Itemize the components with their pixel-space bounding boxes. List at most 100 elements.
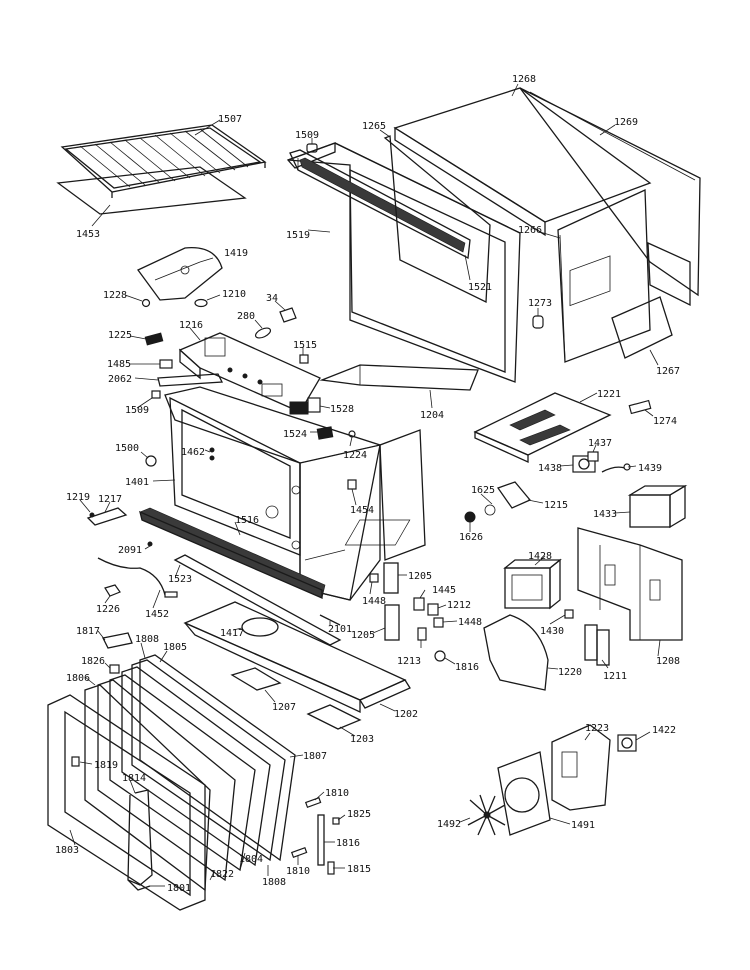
callout-1521: 1521 (468, 282, 492, 293)
callout-1422: 1422 (652, 725, 676, 736)
callout-1491: 1491 (571, 820, 595, 831)
callout-1204: 1204 (420, 410, 444, 421)
callout-1223: 1223 (585, 723, 609, 734)
switch-1445-part (413, 597, 425, 611)
callout-1226: 1226 (96, 604, 120, 615)
part-1448b (433, 617, 444, 628)
top-cover-1221-part (473, 392, 612, 464)
callout-1448: 1448 (362, 596, 386, 607)
sensor-1454-part (347, 479, 357, 490)
callout-1817: 1817 (76, 626, 100, 637)
callout-1815: 1815 (347, 864, 371, 875)
callout-1816: 1816 (455, 662, 479, 673)
callout-1221: 1221 (597, 389, 621, 400)
callout-labels: 1507 1453 1509 1265 1268 1269 1519 1521 … (55, 74, 680, 894)
callout-1267: 1267 (656, 366, 680, 377)
callout-1500: 1500 (115, 443, 139, 454)
wire-1439-part (601, 463, 631, 473)
callout-1439: 1439 (638, 463, 662, 474)
callout-1810: 1810 (325, 788, 349, 799)
callout-1814: 1814 (122, 773, 146, 784)
stirrer-cover-part (137, 247, 223, 301)
callout-1528: 1528 (330, 404, 354, 415)
callout-280: 280 (237, 311, 255, 322)
switch-1212-part (427, 603, 439, 616)
callout-1212: 1212 (447, 600, 471, 611)
callout-1626: 1626 (459, 532, 483, 543)
switch-1524-part (316, 426, 334, 440)
callout-1210: 1210 (222, 289, 246, 300)
callout-1509: 1509 (295, 130, 319, 141)
door-handle-1801-part (127, 789, 153, 891)
callout-1810-b: 1810 (286, 866, 310, 877)
hinge-1226-part (104, 584, 121, 597)
knob-1509b-part (151, 390, 161, 399)
part-2101 (319, 614, 341, 626)
callout-1816-b: 1816 (336, 838, 360, 849)
callout-1804: 1804 (239, 854, 263, 865)
callout-1524: 1524 (283, 429, 307, 440)
callout-2091: 2091 (118, 545, 142, 556)
part-1826 (109, 664, 120, 674)
callout-1485: 1485 (107, 359, 131, 370)
callout-1268: 1268 (512, 74, 536, 85)
callout-1819: 1819 (94, 760, 118, 771)
oven-tray-part (56, 166, 247, 215)
waveguide-1220-part (483, 614, 549, 691)
callout-1516: 1516 (235, 515, 259, 526)
cover-plate-part (611, 296, 673, 359)
rail-2062-part (157, 373, 224, 387)
clip-1273-part (532, 315, 544, 329)
knob-1626-part (464, 511, 476, 523)
transformer-1428-part (503, 558, 562, 610)
thermal-1452-part (97, 557, 178, 598)
switch-1528-part (289, 397, 321, 415)
callout-1219: 1219 (66, 492, 90, 503)
callout-1211: 1211 (603, 671, 627, 682)
callout-1492: 1492 (437, 819, 461, 830)
callout-1448-b: 1448 (458, 617, 482, 628)
callout-1825: 1825 (347, 809, 371, 820)
latch-1205-part (383, 562, 400, 641)
screw-1462-part (209, 447, 215, 461)
fan-motor-1417-part (241, 617, 279, 637)
callout-1266: 1266 (518, 225, 542, 236)
callout-1625: 1625 (471, 485, 495, 496)
front-rail-1516-part (139, 507, 326, 599)
oven-rack-part (60, 124, 267, 198)
sensor-1515-part (299, 354, 309, 364)
callout-1265: 1265 (362, 121, 386, 132)
sensor-1437-part (587, 451, 599, 462)
callout-1454: 1454 (350, 505, 374, 516)
callout-1803: 1803 (55, 845, 79, 856)
bracket-1217-part (86, 507, 128, 526)
control-bracket-part (178, 332, 321, 413)
callout-1224: 1224 (343, 450, 367, 461)
callout-1419: 1419 (224, 248, 248, 259)
diode-1430-part (564, 609, 574, 619)
bracket-1274-part (628, 399, 652, 415)
base-tray-1202-part (183, 601, 411, 714)
callout-1826: 1826 (81, 656, 105, 667)
callout-1433: 1433 (593, 509, 617, 520)
callout-1438: 1438 (538, 463, 562, 474)
part-1207 (230, 667, 282, 691)
callout-1401: 1401 (125, 477, 149, 488)
callout-1215: 1215 (544, 500, 568, 511)
callout-1269: 1269 (614, 117, 638, 128)
callout-1507: 1507 (218, 114, 242, 125)
door-frame-1803-part (47, 694, 206, 911)
callout-1519: 1519 (286, 230, 310, 241)
chassis-1208-part (577, 527, 683, 641)
callout-1205: 1205 (408, 571, 432, 582)
leader-lines (69, 83, 661, 887)
callout-1523: 1523 (168, 574, 192, 585)
callout-1805: 1805 (163, 642, 187, 653)
callout-2101: 2101 (328, 624, 352, 635)
callout-1801: 1801 (167, 883, 191, 894)
callout-1273: 1273 (528, 298, 552, 309)
callout-1203: 1203 (350, 734, 374, 745)
callout-1208: 1208 (656, 656, 680, 667)
oven-cavity-part (164, 386, 426, 601)
switch-1213-part (417, 627, 427, 641)
